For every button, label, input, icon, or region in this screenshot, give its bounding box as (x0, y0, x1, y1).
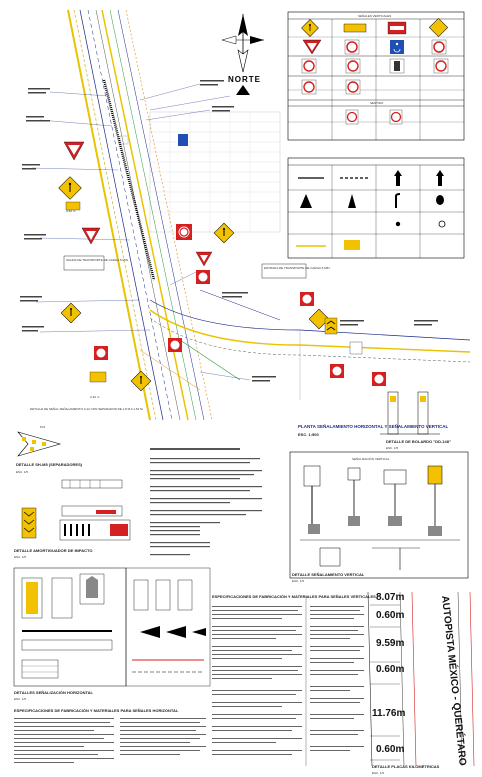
horizontal-marking-drawings (21, 573, 113, 679)
truck-route-callout (63, 255, 105, 271)
milestone-distance: 11.76m (372, 708, 405, 719)
leader-lines (31, 83, 251, 381)
vertical-signage-heading: SEÑALIZACIÓN VERTICAL (352, 456, 390, 461)
highway-label: AUTOPISTA MÉXICO - QUERÉTARO (439, 595, 470, 766)
bollard-detail (380, 391, 440, 435)
pedestrian-sign-icon (213, 222, 235, 244)
delineator-code: M-5 (40, 425, 45, 429)
bollard-scale: ESC. 1/5 (386, 446, 398, 450)
marking-detail-box (125, 567, 211, 687)
warning-sign-icon (428, 17, 449, 38)
chevron-sign-icon (343, 23, 367, 33)
milestone-distance: 8.07m (376, 592, 404, 603)
impact-attenuator (21, 479, 131, 541)
accessible-parking-icon (178, 134, 188, 146)
no-entry-sign-icon (344, 39, 360, 55)
milestone-title: DETALLE PLACAS KILOMÉTRICAS (372, 764, 440, 769)
milestone-plate (367, 591, 475, 767)
detail-note: DETALLE DE SEÑAL SEÑALAMIENTO 0-12 CON S… (30, 406, 143, 411)
legend-row-5 (345, 109, 403, 125)
bollard-title: DETALLE DE BOLARDO "DD-148" (386, 439, 451, 444)
milestone-distance: 9.59m (376, 638, 404, 649)
spec-horizontal-text (14, 718, 206, 763)
marking-detail-drawings (132, 579, 206, 673)
marking-legend-table (287, 157, 465, 259)
spec-vertical-title: ESPECIFICACIONES DE FABRICACIÓN Y MATERI… (212, 594, 376, 599)
plan-scale: ESC. 1:500 (298, 432, 319, 437)
warning-sign-icon (308, 308, 330, 330)
sign-legend-table (287, 11, 465, 141)
milestone-distance: 0.60m (376, 744, 404, 755)
stop-sign-icon (387, 21, 407, 35)
north-arrow-icon (221, 14, 264, 95)
north-label: NORTE (228, 75, 261, 84)
legend-title: SEÑALES VERTICALES (358, 13, 391, 18)
vertical-detail-title: DETALLE SEÑALAMIENTO VERTICAL (292, 572, 365, 577)
horizontal-detail-title: DETALLES SEÑALIZACIÓN HORIZONTAL (14, 690, 94, 695)
impact-scale: ESC. 1/5 (14, 555, 26, 559)
distance-label: A 60 m (66, 209, 76, 213)
legend-row-3 (301, 58, 449, 74)
delineator-title: DETALLE SH-M5 (SEPARADORES) (16, 462, 83, 467)
exit-ramp (139, 289, 471, 400)
accessible-parking-icon (390, 40, 404, 54)
truck-entry-callout (261, 263, 307, 279)
vertical-signage-box (289, 451, 469, 579)
pedestrian-sign-icon (58, 176, 82, 200)
plan-title: PLANTA SEÑALAMIENTO HORIZONTAL Y SEÑALAM… (298, 423, 449, 429)
spec-vertical-text (212, 606, 364, 755)
legend-section: SENTIDO (370, 101, 384, 105)
spec-horizontal-title: ESPECIFICACIONES DE FABRICACIÓN Y MATERI… (14, 708, 179, 713)
distance-label: A 40 m (90, 395, 100, 399)
milestone-scale: ESC. 1/5 (372, 771, 384, 775)
pedestrian-sign-icon (130, 370, 152, 392)
milestone-distance: 0.60m (376, 610, 404, 621)
truck-entry-label: ENTRADA DE TRANSPORTE DE CARGA 5 MIN (264, 266, 330, 270)
milestone-distance: 0.60m (376, 664, 404, 675)
pedestrian-sign-icon (301, 19, 319, 37)
horizontal-detail-scale: ESC. 1/5 (14, 697, 26, 701)
legend-row-4 (301, 79, 361, 95)
highway-corridor (67, 9, 213, 421)
warning-sign-icon (89, 371, 107, 383)
vertical-sign-drawings (300, 465, 460, 570)
no-entry-sign-icon (176, 224, 192, 240)
impact-title: DETALLE AMORTIGUADOR DE IMPACTO (14, 548, 93, 553)
spec-text-block (150, 448, 262, 556)
delineator-chevron (17, 431, 62, 457)
parking-sign-icon (431, 39, 447, 55)
vertical-detail-scale: ESC. 1/5 (292, 579, 304, 583)
delineator-scale: ESC. 1/5 (16, 470, 28, 474)
no-entry-sign-icon (196, 270, 210, 284)
pedestrian-sign-icon (60, 302, 82, 324)
annotation-lines (20, 80, 438, 382)
chevron-sign-icon (324, 317, 338, 335)
truck-route-label: SALIDA DE TRANSPORTE DE CARGA 5 MIN (66, 258, 128, 262)
